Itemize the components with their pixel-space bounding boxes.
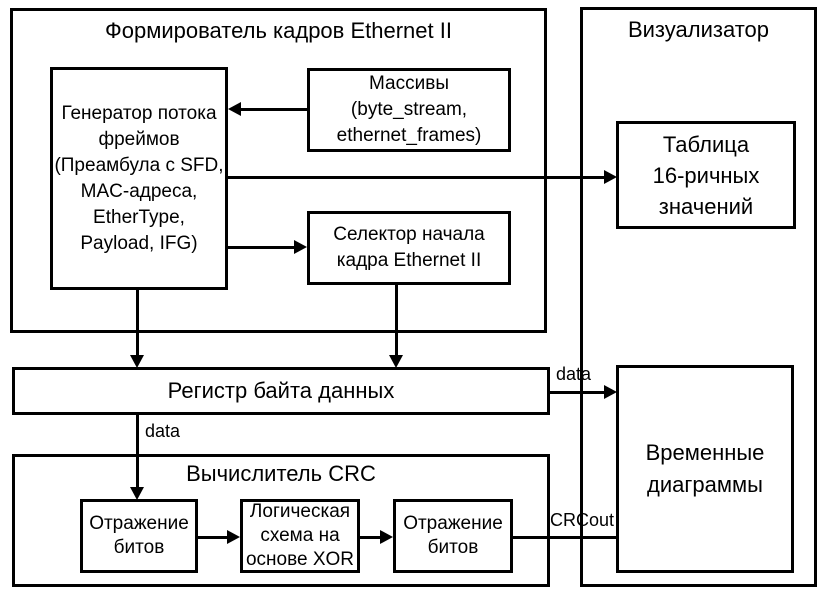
bit-reflect-box-1: Отражение битов (80, 499, 198, 573)
xor-logic-box: Логическая схема на основе XOR (240, 499, 360, 573)
bit-reflect-label-1: Отражение битов (89, 513, 189, 558)
line-crcout-to-timing (512, 536, 617, 539)
line-generator-to-selector (228, 246, 295, 249)
arrowhead-register-to-crc (130, 487, 144, 500)
line-register-to-crc (136, 414, 139, 488)
line-selector-to-register (395, 284, 398, 356)
arrowhead-register-to-timing (604, 385, 617, 399)
frame-former-title: Формирователь кадров Ethernet II (105, 18, 452, 43)
arrays-box: Массивы (byte_stream, ethernet_frames) (307, 68, 511, 152)
hex-table-label: Таблица 16-ричных значений (652, 131, 760, 219)
line-register-to-timing (549, 391, 605, 394)
data-byte-register-label: Регистр байта данных (167, 378, 395, 403)
arrowhead-selector-to-register (389, 355, 403, 368)
line-generator-to-register (136, 288, 139, 356)
line-generator-to-hex-table (228, 176, 605, 179)
xor-logic-label: Логическая схема на основе XOR (245, 501, 355, 570)
arrays-label: Массивы (byte_stream, ethernet_frames) (336, 73, 482, 146)
timing-diagrams-label: Временные диаграммы (645, 440, 765, 497)
hex-table-box: Таблица 16-ричных значений (616, 121, 796, 229)
frame-start-selector-box: Селектор начала кадра Ethernet II (307, 211, 511, 285)
bit-reflect-label-2: Отражение битов (403, 513, 503, 558)
line-reflect1-to-logic (197, 536, 229, 539)
signal-label-data-to-timing: data (556, 364, 592, 384)
signal-label-crcout: CRCout (550, 510, 615, 530)
line-arrays-to-generator (239, 108, 307, 111)
crc-calculator-title: Вычислитель CRC (186, 461, 376, 486)
arrowhead-generator-to-register (130, 355, 144, 368)
arrowhead-arrays-to-generator (228, 102, 241, 116)
arrowhead-generator-to-selector (294, 240, 307, 254)
arrowhead-generator-to-hex-table (604, 170, 617, 184)
timing-diagrams-box: Временные диаграммы (616, 365, 794, 573)
frame-stream-generator-label: Генератор потока фреймов (Преамбула с SF… (54, 102, 224, 254)
frame-stream-generator-box: Генератор потока фреймов (Преамбула с SF… (50, 67, 228, 290)
line-logic-to-reflect2 (359, 536, 383, 539)
signal-label-data-to-crc: data (145, 421, 181, 441)
frame-start-selector-label: Селектор начала кадра Ethernet II (333, 224, 485, 271)
data-byte-register-box: Регистр байта данных (12, 367, 550, 415)
bit-reflect-box-2: Отражение битов (393, 499, 513, 573)
visualizer-title: Визуализатор (627, 17, 770, 42)
arrowhead-reflect1-to-logic (227, 530, 240, 544)
arrowhead-logic-to-reflect2 (380, 530, 393, 544)
